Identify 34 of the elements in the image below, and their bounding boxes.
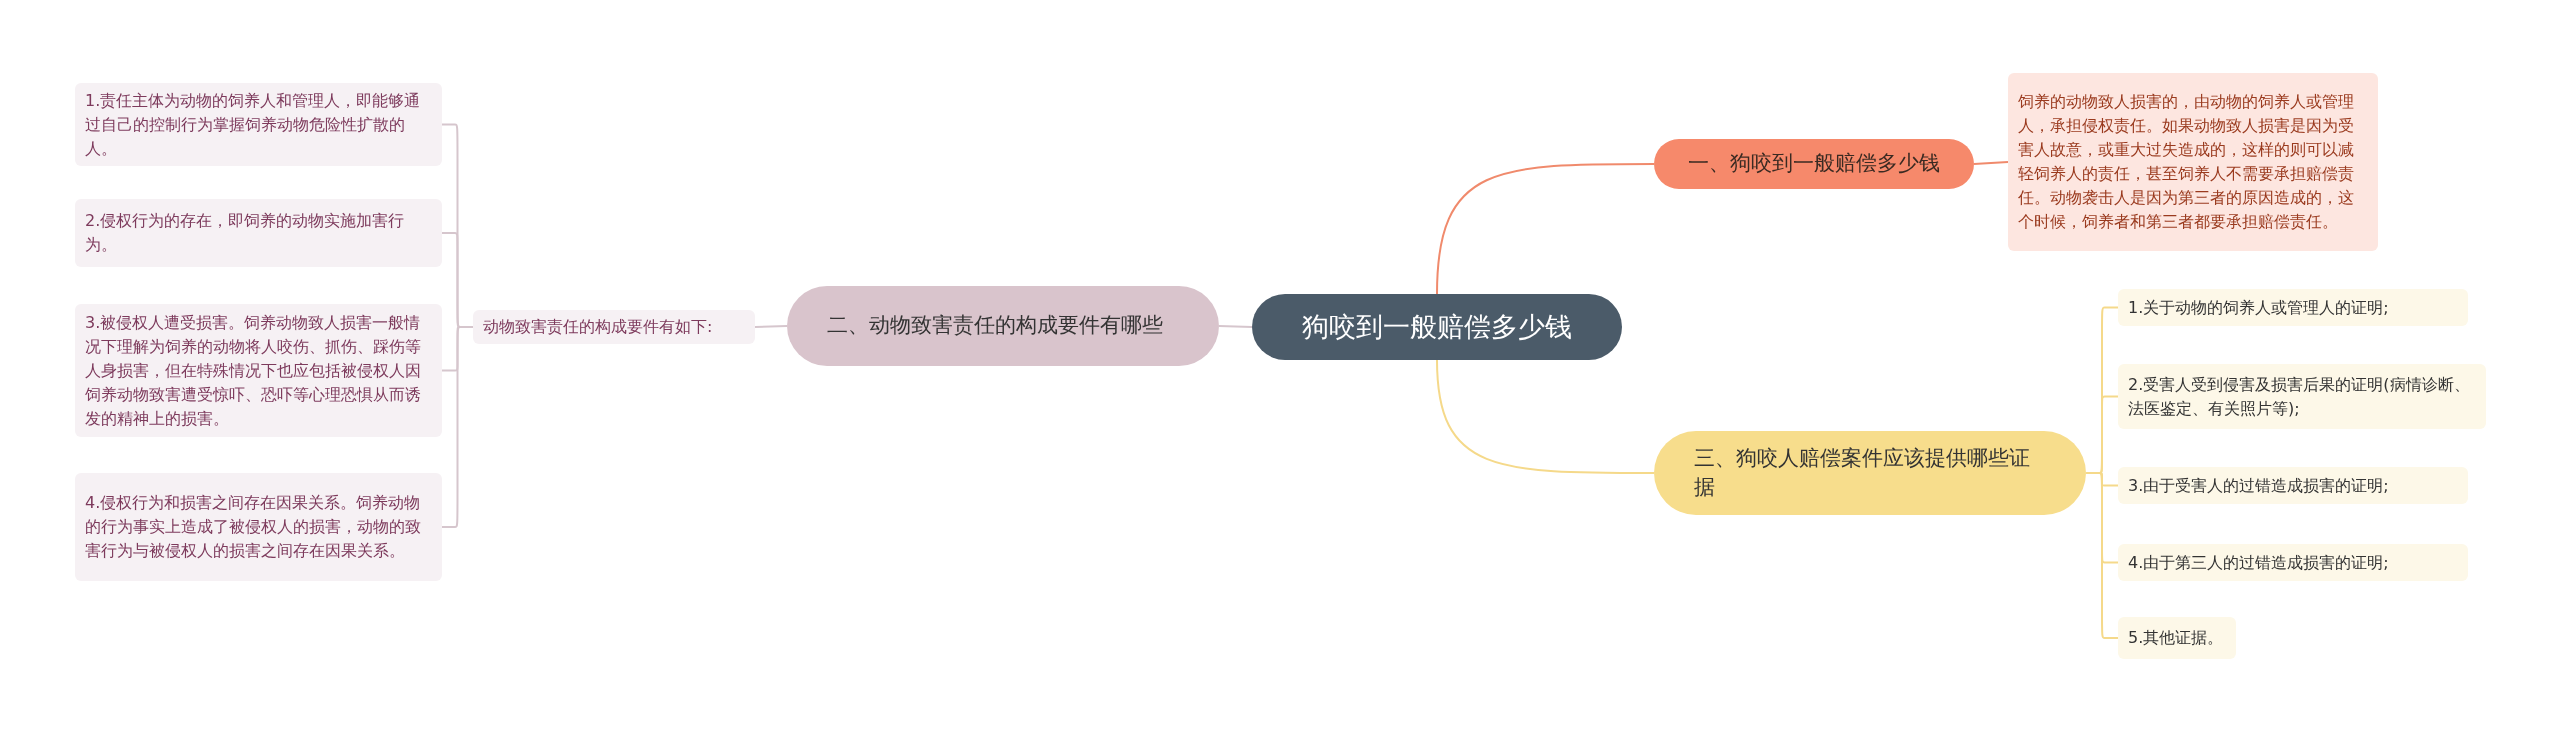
topic-text: 3.被侵权人遭受损害。饲养动物致人损害一般情况下理解为饲养的动物将人咬伤、抓伤、踩伤等人身损害，但在特殊情况下也应包括被侵权人因饲养动物致害遭受惊吓、恐吓等心理恐惧从而诱发的精神上的损害。 <box>85 311 422 430</box>
note-card <box>2008 73 2378 251</box>
topic-text: 三、狗咬人赔偿案件应该提供哪些证据 <box>1694 444 2031 501</box>
connector-line <box>1436 163 1655 295</box>
subtopic-card <box>2118 467 2468 504</box>
topic-text: 4.由于第三人的过错造成损害的证明; <box>2128 551 2389 574</box>
subtopic-card <box>2118 544 2468 581</box>
topic-text: 狗咬到一般赔偿多少钱 <box>1302 310 1572 345</box>
connector-line <box>1436 359 1655 474</box>
subtopic-card <box>2118 364 2486 429</box>
subtopic-card <box>2118 289 2468 326</box>
connector-line <box>1218 325 1253 328</box>
topic-text: 二、动物致害责任的构成要件有哪些 <box>827 312 1163 340</box>
connector-line <box>754 325 788 328</box>
topic-text: 1.关于动物的饲养人或管理人的证明; <box>2128 296 2389 319</box>
topic-text: 饲养的动物致人损害的，由动物的饲养人或管理人，承担侵权责任。如果动物致人损害是因为受害人故意，或重大过失造成的，这样的则可以减轻饲养人的责任，甚至饲养人不需要承担赔偿责任。动物袭击人是因为第三者的原因造成的，这个时候，饲养者和第三者都要承担赔偿责任。 <box>2018 91 2355 233</box>
topic-text: 2.侵权行为的存在，即饲养的动物实施加害行为。 <box>85 210 406 256</box>
subtopic-card <box>473 310 755 344</box>
topic-text: 5.其他证据。 <box>2128 627 2224 649</box>
branch-topic <box>1654 139 1974 189</box>
topic-text: 3.由于受害人的过错造成损害的证明; <box>2128 474 2389 497</box>
topic-text: 一、狗咬到一般赔偿多少钱 <box>1688 150 1940 178</box>
topic-text: 2.受害人受到侵害及损害后果的证明(病情诊断、法医鉴定、有关照片等); <box>2128 373 2471 420</box>
subtopic-card <box>75 199 442 267</box>
connector-line <box>441 326 474 528</box>
connector-line <box>2085 472 2119 639</box>
topic-text: 动物致害责任的构成要件有如下: <box>483 316 713 338</box>
subtopic-card <box>75 304 442 437</box>
subtopic-card <box>75 473 442 581</box>
connector-line <box>1973 161 2009 165</box>
subtopic-card <box>2118 617 2236 659</box>
topic-text: 1.责任主体为动物的饲养人和管理人，即能够通过自己的控制行为掌握饲养动物危险性扩散的人。 <box>85 89 422 160</box>
subtopic-card <box>75 83 442 166</box>
topic-text: 4.侵权行为和损害之间存在因果关系。饲养动物的行为事实上造成了被侵权人的损害，动物的致害行为与被侵权人的损害之间存在因果关系。 <box>85 492 422 562</box>
